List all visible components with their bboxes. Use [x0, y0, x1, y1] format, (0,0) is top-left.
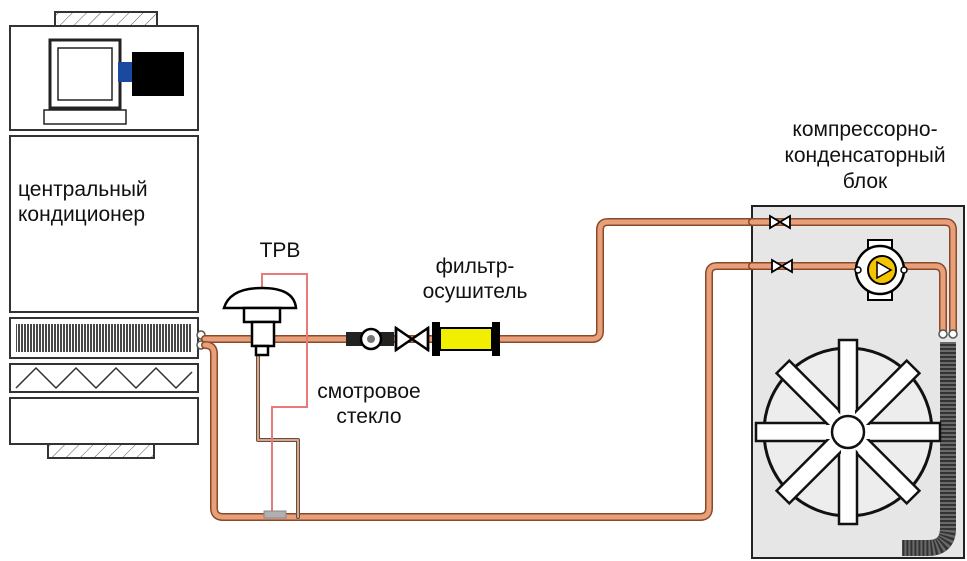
ahu-filter-section	[9, 363, 199, 393]
filter-drier-label-line1: фильтр-	[435, 255, 515, 278]
ahu-top-damper	[54, 11, 158, 27]
sight-glass-label: смотровое стекло	[304, 379, 434, 429]
filter-drier-label: фильтр- осушитель	[405, 254, 545, 304]
ahu-bottom-section	[9, 397, 199, 445]
service-valve-discharge-icon	[769, 214, 791, 230]
condensing-unit-label: компрессорно- конденсаторный блок	[765, 117, 965, 195]
condensing-unit	[748, 205, 965, 559]
sight-glass-label-line1: смотровое	[317, 380, 421, 403]
ahu-bottom-damper	[47, 443, 155, 459]
ahu-label-line1: центральный	[18, 178, 148, 201]
sensing-bulb	[263, 510, 287, 519]
ahu-cooling-coil	[9, 317, 206, 359]
ahu-label-line2: кондиционер	[18, 203, 146, 226]
air-handling-unit	[9, 11, 206, 459]
expansion-valve-icon	[222, 286, 298, 357]
trv-label: ТРВ	[259, 239, 301, 262]
condensing-unit-label-line2: конденсаторный	[784, 144, 946, 167]
filter-drier-icon	[432, 322, 500, 356]
condensing-unit-label-line1: компрессорно-	[792, 118, 938, 141]
fan-motor-icon	[43, 38, 184, 125]
capillary-tube	[261, 273, 308, 519]
shutoff-valve-icon	[394, 325, 430, 353]
filter-drier-label-line2: осушитель	[422, 280, 528, 303]
condenser-coil	[902, 342, 956, 556]
condensing-unit-label-line3: блок	[842, 170, 888, 193]
fan-icon	[754, 338, 942, 526]
ahu-label: центральный кондиционер	[18, 177, 188, 227]
compressor-icon	[854, 239, 908, 301]
sight-glass-label-line2: стекло	[336, 405, 402, 428]
service-valve-suction-icon	[771, 258, 793, 274]
sight-glass-icon	[346, 327, 394, 351]
ahu-main-section	[9, 135, 199, 313]
